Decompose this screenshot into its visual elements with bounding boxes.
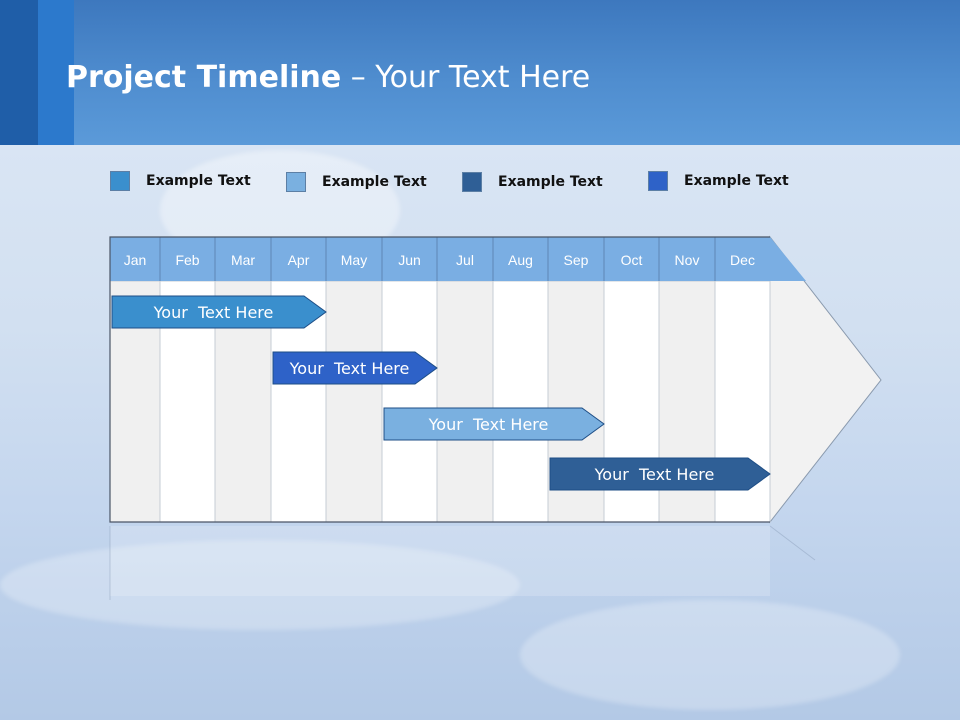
legend-label-3: Example Text (498, 174, 603, 190)
month-label-may: May (341, 252, 367, 268)
month-label-oct: Oct (621, 252, 643, 268)
month-label-jun: Jun (398, 252, 421, 268)
task-label-1: Your Text Here (153, 303, 274, 322)
task-label-3: Your Text Here (428, 415, 549, 434)
month-header-band (110, 237, 770, 281)
legend-label-2: Example Text (322, 174, 427, 190)
legend-swatch-4 (648, 171, 668, 191)
task-label-4: Your Text Here (594, 465, 715, 484)
slide-header: Project Timeline – Your Text Here (0, 0, 960, 145)
month-column-aug (492, 280, 549, 523)
legend-label-4: Example Text (684, 173, 789, 189)
month-column-jun (381, 280, 438, 523)
month-label-feb: Feb (175, 252, 199, 268)
title-bold-part: Project Timeline (66, 60, 342, 95)
legend-swatch-3 (462, 172, 482, 192)
timeline-reflection (110, 526, 770, 596)
task-arrow-3 (383, 407, 605, 441)
timeline-frame (109, 236, 770, 523)
reflection-arrow-edge (769, 525, 816, 561)
month-label-apr: Apr (288, 252, 310, 268)
month-label-mar: Mar (231, 252, 255, 268)
month-label-nov: Nov (675, 252, 700, 268)
month-column-may (325, 280, 383, 523)
header-accent-bar-dark (0, 0, 38, 145)
task-arrow-1 (111, 295, 327, 329)
legend-swatch-2 (286, 172, 306, 192)
task-arrow-4 (549, 457, 771, 491)
legend-label-1: Example Text (146, 173, 251, 189)
month-label-aug: Aug (508, 252, 533, 268)
month-label-jan: Jan (124, 252, 147, 268)
background-highlight-2 (520, 600, 900, 710)
header-arrow-shoulder (770, 237, 806, 281)
title-rest-part: – Your Text Here (341, 60, 591, 95)
legend-swatch-1 (110, 171, 130, 191)
header-accent-bar-light (38, 0, 74, 145)
background-highlight-3 (0, 540, 520, 630)
month-label-sep: Sep (564, 252, 589, 268)
month-label-dec: Dec (730, 252, 755, 268)
month-label-jul: Jul (456, 252, 474, 268)
page-title: Project Timeline – Your Text Here (66, 60, 590, 95)
task-label-2: Your Text Here (289, 359, 410, 378)
month-column-jul (436, 280, 494, 523)
task-arrow-2 (272, 351, 438, 385)
